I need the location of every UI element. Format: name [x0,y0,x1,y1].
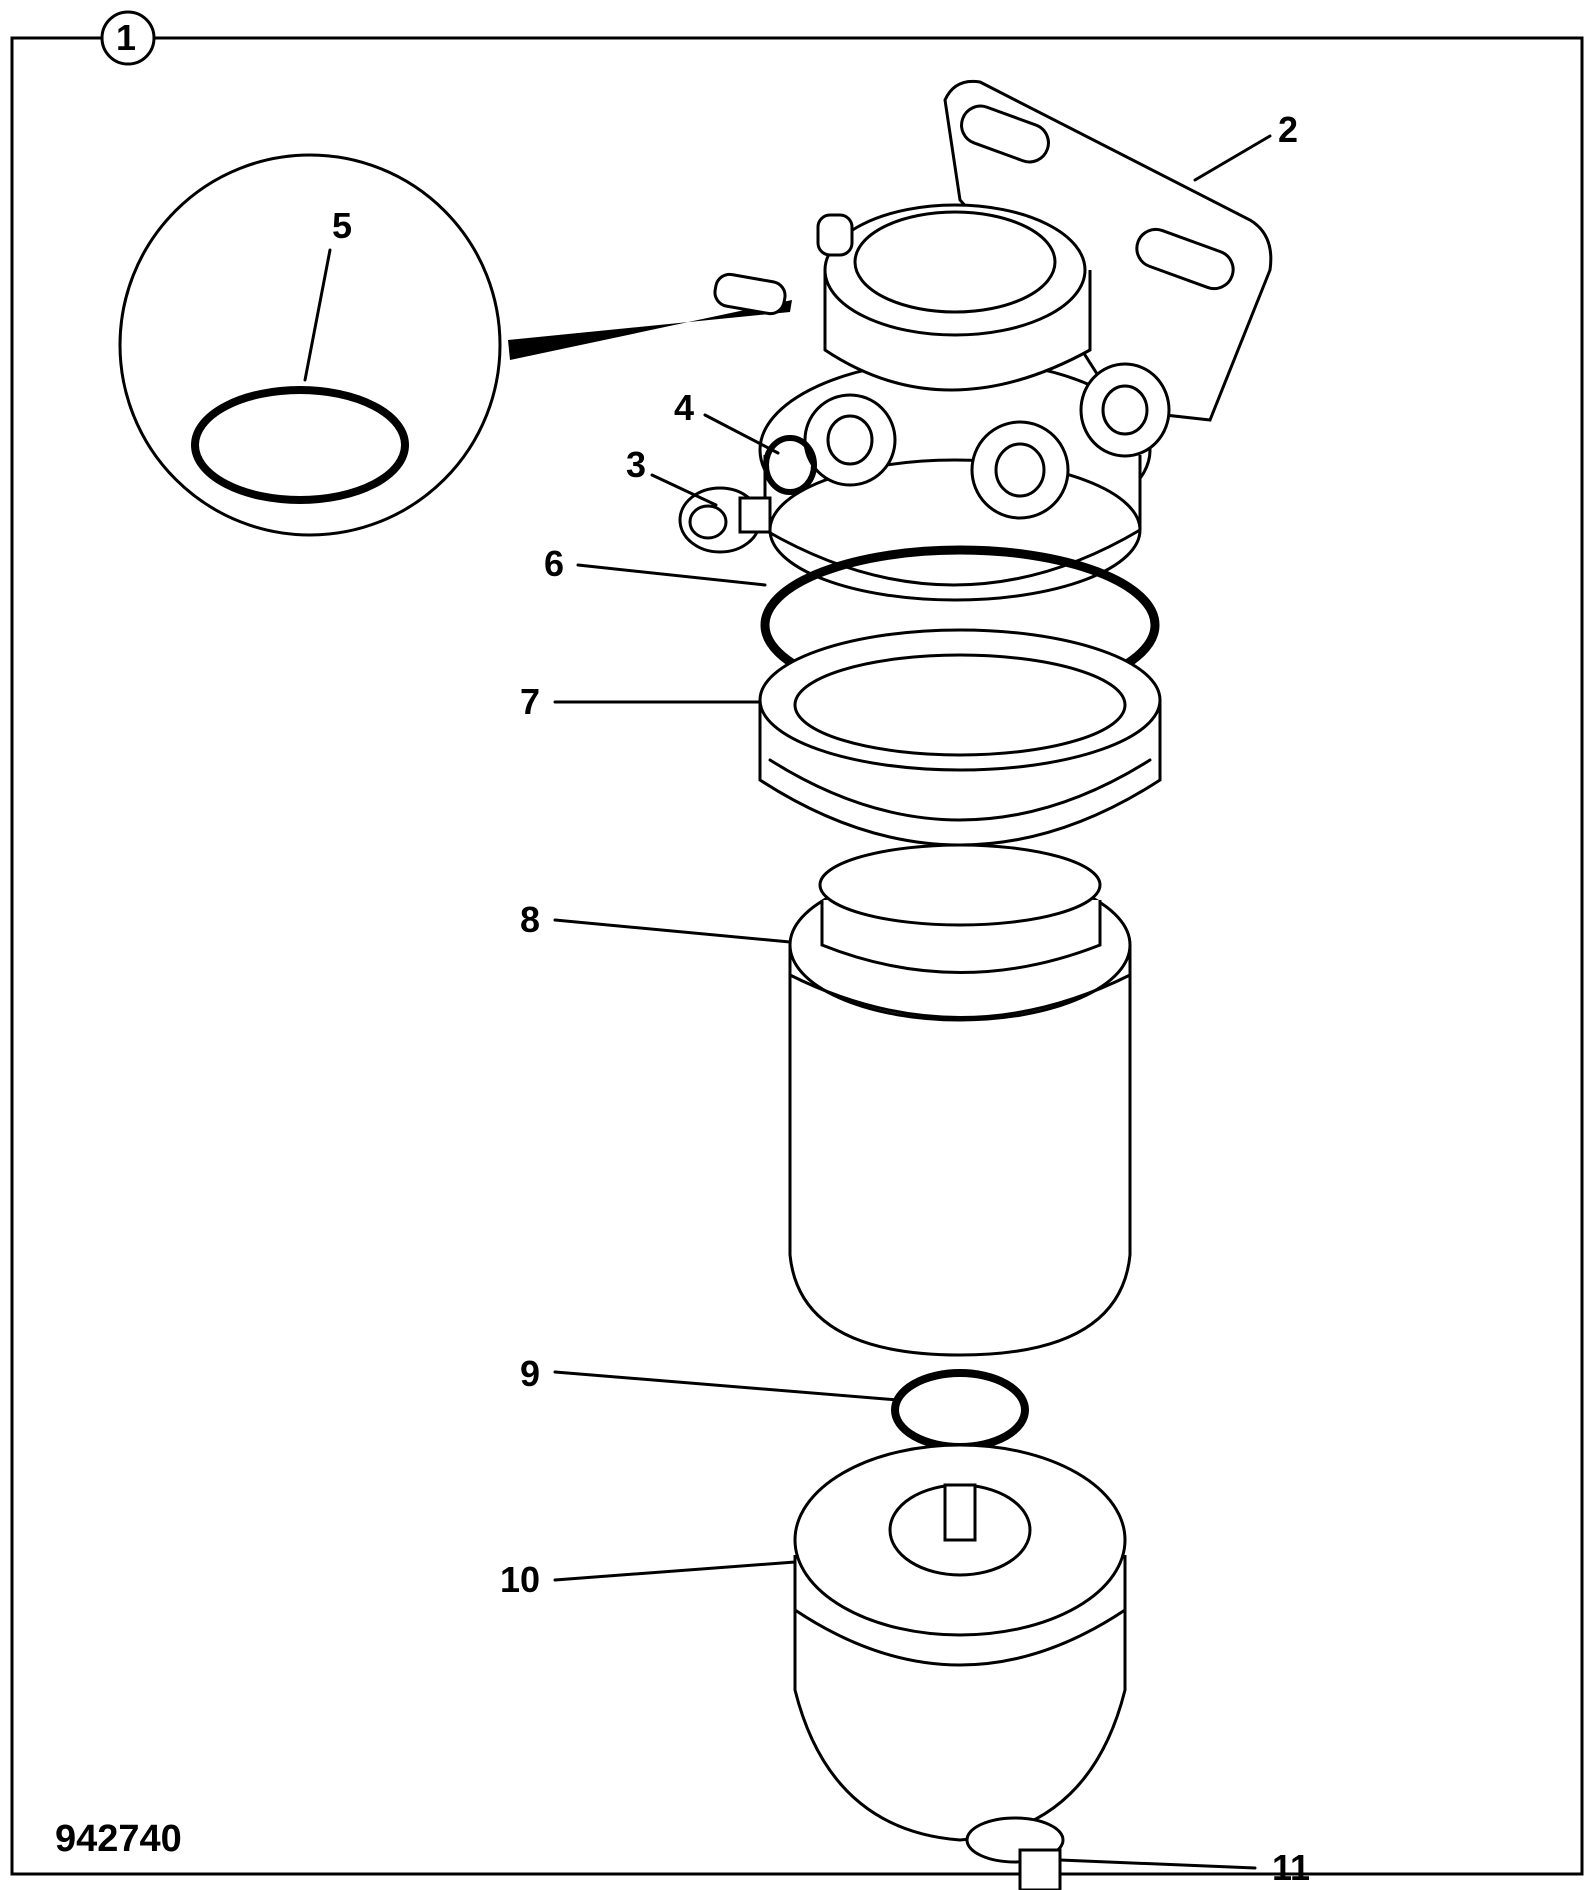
mounting-bracket [943,79,1273,422]
figure-frame [10,36,1584,1876]
callout-4: 4 [674,387,695,428]
bleed-screw [678,486,772,554]
small-o-ring [763,435,817,495]
callout-2: 2 [1278,109,1299,150]
callout-6: 6 [544,543,565,584]
callout-7: 7 [520,681,541,722]
bowl-o-ring [891,1369,1029,1451]
drain-fitting [965,1816,1065,1890]
filter-element [788,843,1132,1357]
callout-11: 11 [1272,1847,1311,1888]
leader-lines [303,134,1272,1870]
figure-number-label: 1 [116,17,137,58]
callout-9: 9 [520,1353,541,1394]
detail-view-o-ring [118,153,792,537]
callout-5: 5 [332,205,353,246]
water-trap-bowl [793,1443,1127,1842]
figure-number-circle [100,10,156,66]
callout-3: 3 [626,444,647,485]
callout-10: 10 [500,1559,541,1600]
filter-head [713,203,1171,602]
retaining-collar [758,628,1162,847]
figure-id: 942740 [55,1818,182,1860]
callout-8: 8 [520,899,541,940]
